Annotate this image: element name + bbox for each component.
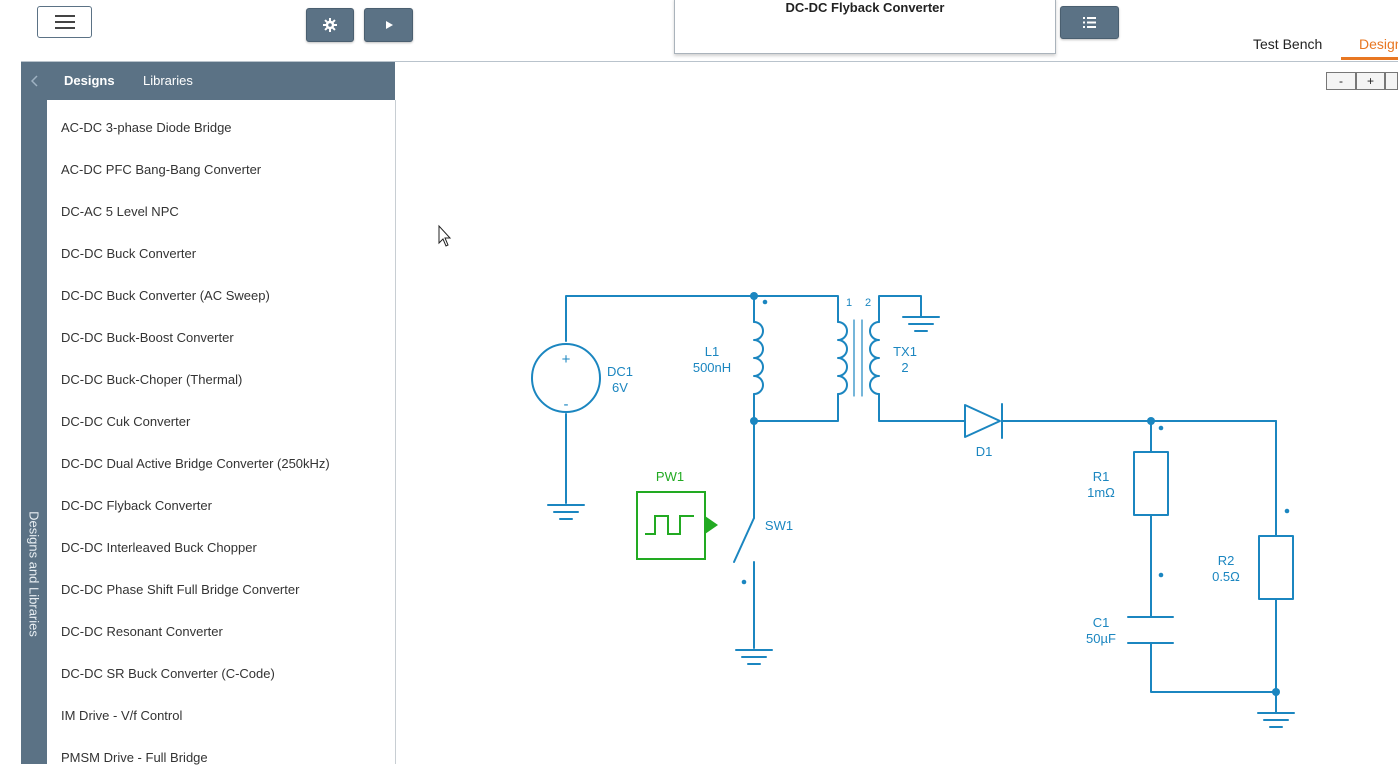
wire-tx-diode [878, 393, 966, 422]
r2-resistor[interactable] [1258, 535, 1294, 600]
pw1-pwm-source[interactable] [636, 491, 718, 560]
list-item[interactable]: DC-DC Buck-Choper (Thermal) [61, 372, 243, 387]
c1-value: 50µF [1086, 631, 1116, 646]
sidebar-header: Designs Libraries [21, 62, 395, 100]
play-icon [385, 21, 393, 29]
dc1-source[interactable] [531, 343, 601, 413]
ground-dc1 [547, 504, 585, 520]
sw1-blade[interactable] [733, 517, 755, 563]
r2-name: R2 [1218, 553, 1235, 568]
tab-libraries[interactable]: Libraries [143, 73, 193, 88]
schematic-canvas[interactable] [396, 62, 1398, 764]
tab-designs[interactable]: Designs [64, 73, 115, 88]
gear-icon [323, 18, 337, 32]
top-toolbar: DC-DC Flyback Converter Test Bench Desig… [21, 0, 1398, 62]
wire-mid [753, 393, 839, 422]
tab-test-bench[interactable]: Test Bench [1253, 36, 1323, 52]
sidebar-vertical-strip[interactable]: Designs and Libraries [21, 100, 47, 764]
settings-button[interactable] [306, 8, 354, 42]
l1-inductor[interactable] [753, 321, 764, 395]
menu-button[interactable] [37, 6, 92, 38]
design-list: AC-DC 3-phase Diode Bridge AC-DC PFC Ban… [47, 100, 396, 765]
d1-name: D1 [976, 444, 993, 459]
sidebar: Designs Libraries Designs and Libraries … [21, 62, 396, 765]
list-item[interactable]: AC-DC 3-phase Diode Bridge [61, 120, 232, 135]
run-button[interactable] [364, 8, 413, 42]
ground-output [1257, 712, 1295, 728]
r1-resistor[interactable] [1133, 451, 1169, 516]
l1-value: 500nH [693, 360, 731, 375]
list-item[interactable]: DC-DC Resonant Converter [61, 624, 223, 639]
r1-name: R1 [1093, 469, 1110, 484]
hamburger-icon [54, 15, 75, 29]
ground-sw1 [735, 649, 773, 665]
junctions [741, 292, 1290, 696]
wire-c1-bottom [1150, 642, 1277, 693]
wire-top [565, 295, 839, 342]
list-item[interactable]: DC-DC Cuk Converter [61, 414, 191, 429]
collapse-chevron-icon[interactable] [31, 75, 39, 87]
list-item[interactable]: PMSM Drive - Full Bridge [61, 750, 208, 765]
zoom-in-button[interactable]: + [1356, 72, 1385, 90]
list-button[interactable] [1060, 6, 1119, 39]
list-item[interactable]: DC-DC Phase Shift Full Bridge Converter [61, 582, 300, 597]
c1-name: C1 [1093, 615, 1110, 630]
list-item[interactable]: DC-DC Interleaved Buck Chopper [61, 540, 257, 555]
tx1-secondary[interactable] [869, 321, 880, 395]
list-item[interactable]: DC-DC Dual Active Bridge Converter (250k… [61, 456, 330, 471]
l1-name: L1 [705, 344, 719, 359]
list-item[interactable]: DC-DC Buck-Boost Converter [61, 330, 234, 345]
list-item[interactable]: AC-DC PFC Bang-Bang Converter [61, 162, 262, 177]
mouse-cursor-icon [438, 224, 452, 247]
tx1-pin1: 1 [846, 297, 852, 309]
zoom-out-button[interactable]: - [1326, 72, 1356, 90]
tab-active-underline [1341, 57, 1398, 60]
list-item[interactable]: DC-DC SR Buck Converter (C-Code) [61, 666, 275, 681]
ground-tx1 [902, 316, 940, 332]
pw1-name: PW1 [656, 469, 684, 484]
design-title: DC-DC Flyback Converter [674, 0, 1056, 54]
dc1-minus-label: - [564, 396, 569, 413]
tx1-value: 2 [901, 360, 908, 375]
tx1-primary[interactable] [837, 321, 848, 395]
tx1-pin2: 2 [865, 297, 871, 309]
r2-value: 0.5Ω [1212, 569, 1240, 584]
list-icon [1083, 17, 1096, 28]
sw1-name: SW1 [765, 518, 793, 533]
list-item[interactable]: DC-DC Buck Converter [61, 246, 197, 261]
wire-tx-sec-top [878, 295, 922, 323]
list-item[interactable]: DC-DC Flyback Converter [61, 498, 212, 513]
dc1-name: DC1 [607, 364, 633, 379]
r1-value: 1mΩ [1087, 485, 1115, 500]
list-item[interactable]: DC-AC 5 Level NPC [61, 204, 179, 219]
d1-diode[interactable] [964, 404, 1001, 438]
dc1-value: 6V [612, 380, 628, 395]
list-item[interactable]: IM Drive - V/f Control [61, 708, 183, 723]
list-item[interactable]: DC-DC Buck Converter (AC Sweep) [61, 288, 270, 303]
tx1-name: TX1 [893, 344, 917, 359]
dc1-plus-label: + [562, 351, 571, 368]
tab-design[interactable]: Design [1359, 36, 1398, 52]
